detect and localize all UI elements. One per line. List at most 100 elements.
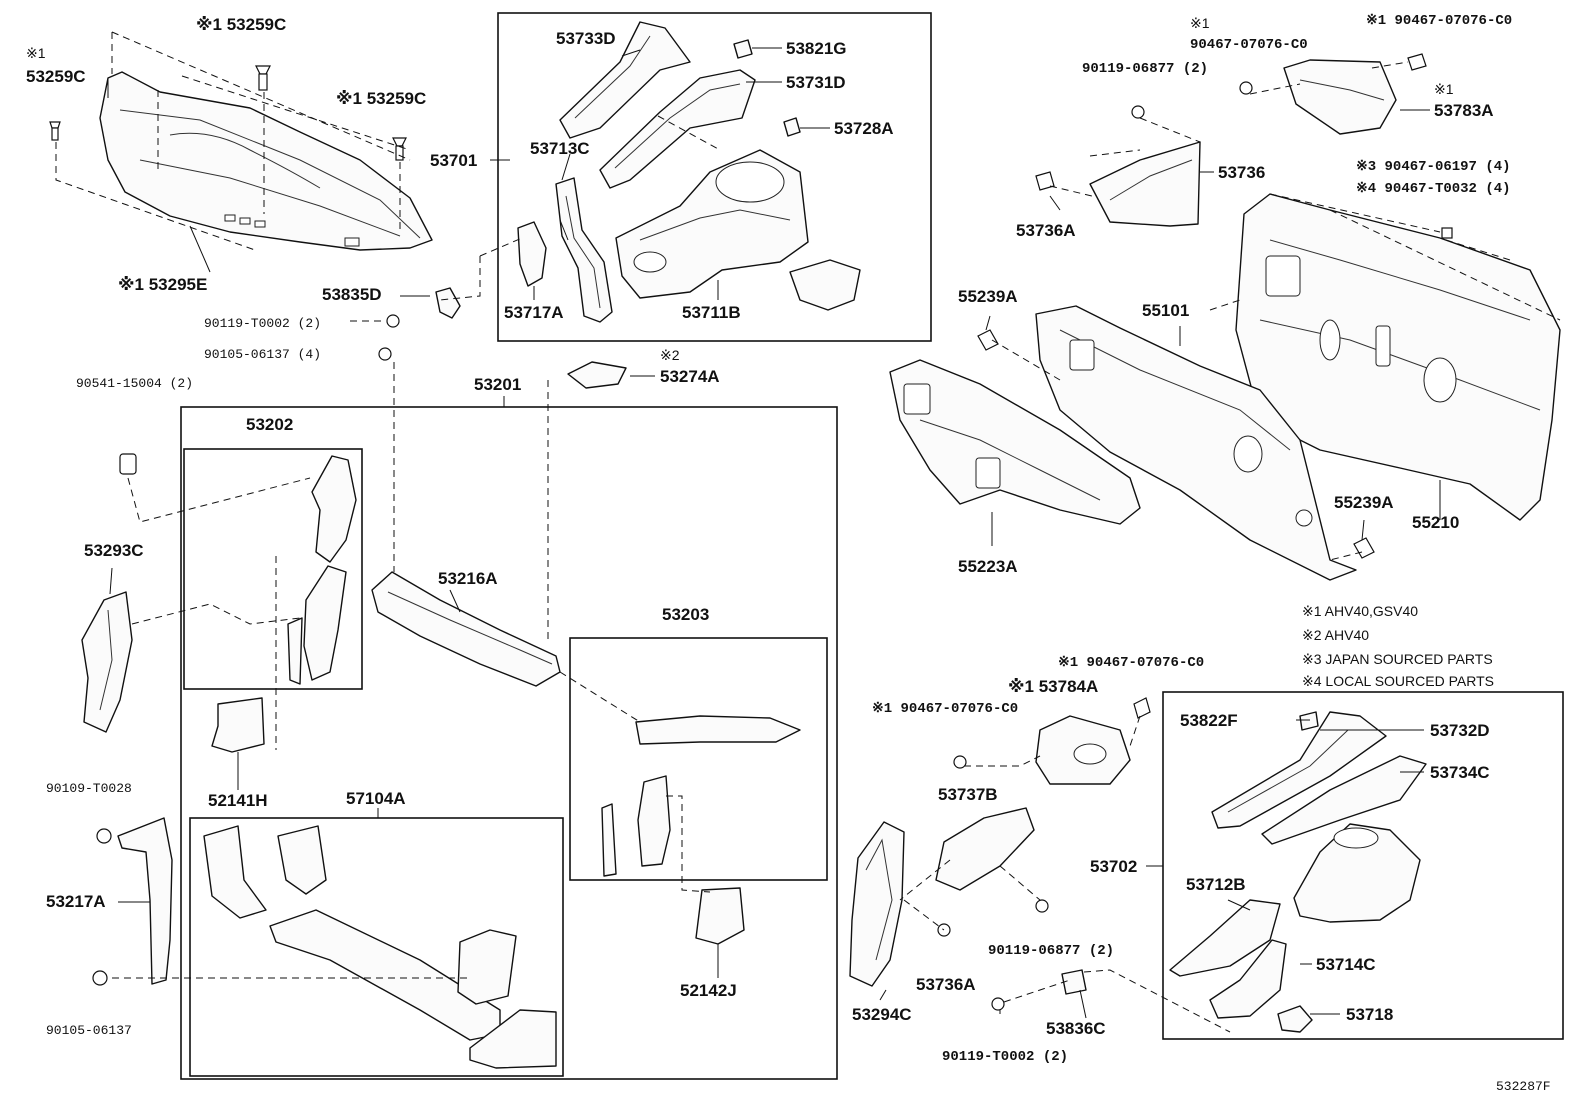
callout-90467-t0032: ※4 90467-T0032 (4) xyxy=(1356,181,1511,197)
group-box-53701 xyxy=(497,12,932,342)
nut-90541-15004 xyxy=(119,453,137,475)
part-53203-rail xyxy=(635,715,801,745)
bolt-90119-06877-top xyxy=(1131,105,1145,119)
callout-57104a: 57104A xyxy=(346,789,406,808)
note-1: ※1 AHV40,GSV40 xyxy=(1302,603,1418,619)
part-53733d-rail xyxy=(559,21,691,139)
part-53728a-clip xyxy=(783,117,801,137)
part-53821g-bracket xyxy=(733,39,753,59)
part-53714c-bracket xyxy=(1209,939,1287,1019)
callout-90119-t0002-a: 90119-T0002 (2) xyxy=(204,316,321,331)
callout-53736a-bottom: 53736A xyxy=(916,975,976,994)
part-53822f-bracket xyxy=(1299,711,1319,731)
part-53717a-bracket xyxy=(517,221,547,287)
callout-53737b: 53737B xyxy=(938,785,998,804)
part-55210-dash-panel xyxy=(1235,193,1561,521)
part-53836c-bracket xyxy=(1061,969,1087,995)
callout-53821g: 53821G xyxy=(786,39,847,58)
part-55101-insulator xyxy=(1035,305,1357,581)
part-53718-bracket xyxy=(1277,1005,1313,1033)
callout-90541-15004: 90541-15004 (2) xyxy=(76,376,193,391)
part-53713c-panel xyxy=(555,177,613,323)
callout-90467-07076-a-mark: ※1 xyxy=(1190,15,1210,31)
part-apron-insert xyxy=(789,259,861,311)
group-box-53202 xyxy=(183,448,363,690)
part-53274a-plate xyxy=(567,361,627,389)
clip-53736a-top xyxy=(1035,171,1055,191)
part-53217a-support xyxy=(117,817,173,985)
part-53711b-apron xyxy=(615,149,809,299)
part-52141h-bracket xyxy=(211,697,265,753)
callout-53822f: 53822F xyxy=(1180,711,1238,730)
callout-90467-07076-a: 90467-07076-C0 xyxy=(1190,37,1308,53)
callout-53712b: 53712B xyxy=(1186,875,1246,894)
callout-53203: 53203 xyxy=(662,605,709,624)
bolt-90467-07076-c xyxy=(1133,697,1151,719)
callout-53717a: 53717A xyxy=(504,303,564,322)
part-53702-apron xyxy=(1293,823,1421,923)
part-52142j-bracket xyxy=(695,887,745,945)
callout-53701: 53701 xyxy=(430,151,477,170)
callout-90119-06877-a: 90119-06877 (2) xyxy=(1082,61,1208,77)
bolt-90119-06877-bottom xyxy=(1035,899,1049,913)
callout-53736a-top: 53736A xyxy=(1016,221,1076,240)
part-53712b-panel xyxy=(1169,899,1281,977)
group-box-57104A xyxy=(189,817,564,1077)
callout-53293c: 53293C xyxy=(84,541,144,560)
bolt-90119-t0002-left xyxy=(386,314,400,328)
callout-90467-07076-d: ※1 90467-07076-C0 xyxy=(872,701,1018,717)
note-4: ※4 LOCAL SOURCED PARTS xyxy=(1302,673,1494,689)
callout-53734c: 53734C xyxy=(1430,763,1490,782)
callout-55223a: 55223A xyxy=(958,557,1018,576)
callout-53733d: 53733D xyxy=(556,29,616,48)
callout-53259c-right: ※1 53259C xyxy=(336,89,426,108)
callout-53259c-left-mark: ※1 xyxy=(26,45,46,61)
bolt-90119-t0002-right xyxy=(991,997,1005,1011)
callout-52142j: 52142J xyxy=(680,981,737,1000)
part-53216a-tiebar xyxy=(371,571,561,687)
notes-legend: ※1 AHV40,GSV40 ※2 AHV40 ※3 JAPAN SOURCED… xyxy=(1302,603,1494,689)
callout-53732d: 53732D xyxy=(1430,721,1490,740)
callout-90119-06877-b: 90119-06877 (2) xyxy=(988,943,1114,959)
part-53731d-rail xyxy=(599,69,756,189)
clip-53259c-left xyxy=(49,121,61,141)
part-55223a-insulator xyxy=(889,359,1141,525)
callout-53201: 53201 xyxy=(474,375,521,394)
bolt-90105-06137-bottom xyxy=(92,970,108,986)
callout-53784a: ※1 53784A xyxy=(1008,677,1098,696)
callout-53274a-mark: ※2 xyxy=(660,347,680,363)
assembly-lines xyxy=(55,31,1561,1033)
group-box-53201 xyxy=(180,406,838,1080)
note-2: ※2 AHV40 xyxy=(1302,627,1369,643)
part-57104a-crossmember xyxy=(203,825,557,1069)
callout-55239a-top: 55239A xyxy=(958,287,1018,306)
callout-53714c: 53714C xyxy=(1316,955,1376,974)
callout-53216a: 53216A xyxy=(438,569,498,588)
callout-53836c: 53836C xyxy=(1046,1019,1106,1038)
callout-53702: 53702 xyxy=(1090,857,1137,876)
callout-90119-t0002-b: 90119-T0002 (2) xyxy=(942,1049,1068,1065)
callout-55239a-bottom: 55239A xyxy=(1334,493,1394,512)
callout-53217a: 53217A xyxy=(46,892,106,911)
part-53734c-rail xyxy=(1261,755,1427,845)
part-53293c-seal xyxy=(81,591,133,733)
note-3: ※3 JAPAN SOURCED PARTS xyxy=(1302,651,1493,667)
callout-53783a: 53783A xyxy=(1434,101,1494,120)
callout-90105-06137-a: 90105-06137 (4) xyxy=(204,347,321,362)
callout-53259c-left: 53259C xyxy=(26,67,86,86)
clip-53259c-right xyxy=(392,137,407,161)
clip-55239a-bottom xyxy=(1353,537,1375,559)
part-53295e-cover xyxy=(99,71,433,251)
bolt-90109-t0028 xyxy=(96,828,112,844)
callout-53713c: 53713C xyxy=(530,139,590,158)
callout-53731d: 53731D xyxy=(786,73,846,92)
callout-53259c-middle: ※1 53259C xyxy=(196,15,286,34)
callout-53736: 53736 xyxy=(1218,163,1265,182)
clip-53259c-middle xyxy=(255,65,271,91)
group-box-53203 xyxy=(569,637,828,881)
callout-53295e: ※1 53295E xyxy=(118,275,207,294)
clip-90467-07076-b xyxy=(1407,53,1427,71)
bolt-90467-07076-a xyxy=(1239,81,1253,95)
callout-55210: 55210 xyxy=(1412,513,1459,532)
